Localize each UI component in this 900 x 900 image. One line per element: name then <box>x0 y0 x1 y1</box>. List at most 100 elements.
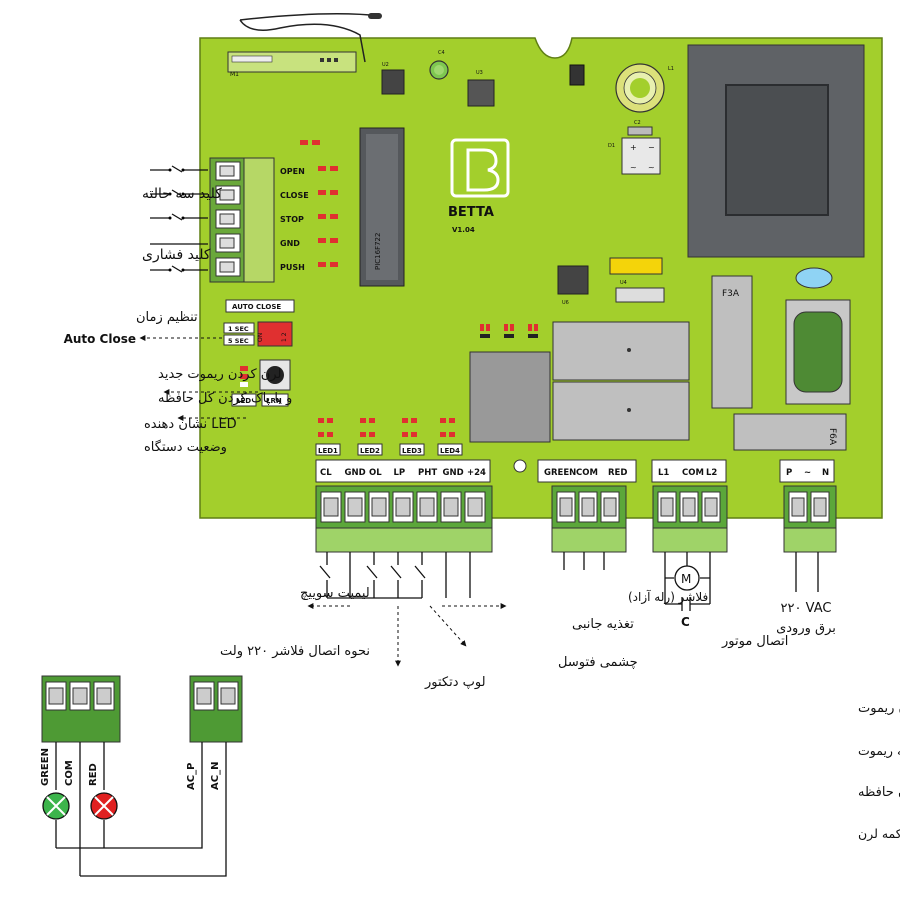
auto-close-dip-switch[interactable] <box>257 321 293 347</box>
learn-steps: فشار دادن دکمه لرن --> ۰/۵ ثانیه --> ول … <box>858 743 900 759</box>
bottom-terminal-label: L2 <box>706 468 717 478</box>
bottom-terminal-label: CL <box>320 468 332 478</box>
motor-c-label: C <box>681 615 690 629</box>
u3-chip <box>467 79 495 107</box>
limit-switch-label: لیمیت سوییچ <box>300 586 370 601</box>
push-key-label: کلید فشاری <box>142 247 211 263</box>
left-terminal-label: CLOSE <box>280 191 309 200</box>
u2-label: U2 <box>382 62 389 68</box>
photocell-label: چشمی فتوسل <box>558 655 638 670</box>
svg-text:−: − <box>648 143 655 152</box>
left-key-wiring <box>150 165 208 273</box>
betta-logo: BETTA V1.04 <box>448 138 510 234</box>
clear-title: پاک کردن حافظه <box>858 785 900 800</box>
bottom-terminal-label: PHT <box>418 468 437 478</box>
fw-acn-label: AC_N <box>210 762 221 790</box>
auto-close-en-label: Auto Close <box>64 332 136 346</box>
u4-label: U4 <box>620 280 627 286</box>
svg-text:~: ~ <box>630 163 637 172</box>
relay-2 <box>552 381 690 441</box>
fuse-f6a <box>733 413 847 451</box>
flasher-wiring-title: نحوه اتصال فلاشر ۲۲۰ ولت <box>220 644 370 659</box>
u3-label: U3 <box>476 70 483 76</box>
u2-chip <box>381 69 405 95</box>
left-terminal-label: OPEN <box>280 167 305 176</box>
fw-red-label: RED <box>88 763 99 786</box>
bottom-terminal-label: LP <box>394 468 406 478</box>
bottom-terminal-label: OL <box>369 468 382 478</box>
fuse-f6a-label: F6A <box>827 428 837 446</box>
bottom-terminal-label: COM <box>576 468 598 478</box>
auto-close-time-label: تنظیم زمان <box>136 310 198 325</box>
bottom-terminal-label: RED <box>608 468 627 478</box>
bottom-terminal-label: P <box>786 468 792 478</box>
brand-label: BETTA <box>448 205 494 220</box>
d1-bridge-rectifier <box>621 137 661 175</box>
clear-steps: فشار دادن دکمه لرن --> ۱۰ ثانیه --> روشن… <box>858 826 900 842</box>
status-led-label: LED4 <box>440 447 460 455</box>
dip-on-label: ON <box>257 333 264 342</box>
dip-nums-label: 1 2 <box>281 332 288 342</box>
status-led-label: LED1 <box>318 447 338 455</box>
fw-com-label: COM <box>64 760 75 786</box>
led-line1-label: LED نشان دهنده <box>144 417 237 432</box>
fw-green-label: GREEN <box>40 748 51 786</box>
three-state-key-label: کلید سه حالته <box>142 186 222 202</box>
bottom-terminal-label: GND <box>443 468 464 478</box>
auto-close-title: AUTO CLOSE <box>232 303 281 311</box>
motor-connection-label: اتصال موتور <box>721 634 788 649</box>
flasher-label: فلاشر (رله آزاد) <box>628 589 708 605</box>
status-led-blue <box>795 267 833 289</box>
auto-close-setting: AUTO CLOSE 1 SEC 5 SEC ON 1 2 <box>223 299 295 347</box>
m1-label: M1 <box>230 71 239 78</box>
status-led-label: LED3 <box>402 447 422 455</box>
left-terminal-label: PUSH <box>280 263 305 272</box>
relay-1 <box>552 321 690 381</box>
vac-220-label: ۲۲۰ VAC <box>781 601 832 616</box>
bottom-terminal-label: ~ <box>804 468 811 478</box>
auto-close-opt1: 1 SEC <box>228 325 249 333</box>
auto-close-opt2: 5 SEC <box>228 337 249 345</box>
mcu-label: PIC16F722 <box>374 233 382 270</box>
aux-power-label: تغذیه جانبی <box>572 617 634 632</box>
led-label: LED <box>236 397 251 405</box>
l1-label: L1 <box>668 66 674 72</box>
learn-line2-label: و یا پاک کردن کل حافظه <box>158 391 292 406</box>
loop-detector-label: لوپ دتکتور <box>424 675 486 690</box>
u6-label: U6 <box>562 300 569 306</box>
left-terminal-label: GND <box>280 239 300 248</box>
mcu-chip: PIC16F722 <box>359 127 405 287</box>
learn-title: لرن کردن ریموت <box>858 701 900 716</box>
c2-label: C2 <box>634 120 641 126</box>
yellow-component <box>609 257 663 275</box>
led-line2-label: وضعیت دستگاه <box>144 439 227 455</box>
bottom-wiring <box>319 552 819 611</box>
left-terminal-block <box>209 157 275 283</box>
bottom-terminal-label: N <box>822 468 829 478</box>
circuit-board: M1 U2 C4 U3 L1 C2 D1 + − ~ ~ <box>199 13 883 553</box>
c4-label: C4 <box>438 50 445 56</box>
fuse-f3a <box>711 275 753 409</box>
bottom-terminal-label: L1 <box>658 468 669 478</box>
status-led-label: LED2 <box>360 447 380 455</box>
motor-m-label: M <box>681 572 691 586</box>
u6-chip <box>557 265 589 295</box>
bottom-terminal-label: GREEN <box>544 468 576 478</box>
d1-label: D1 <box>608 143 615 149</box>
fw-acp-label: AC_P <box>186 763 197 790</box>
motor-symbol <box>674 565 700 591</box>
relay-module <box>469 351 551 443</box>
svg-text:+: + <box>630 143 637 152</box>
input-power-label: برق ورودی <box>776 621 836 636</box>
lrn-label: LRN <box>266 397 282 405</box>
bottom-terminal-label: +24 <box>467 468 486 478</box>
left-terminal-label: STOP <box>280 215 304 224</box>
svg-text:~: ~ <box>648 163 655 172</box>
fuse-f3a-label: F3A <box>722 289 740 299</box>
bottom-terminal-label: GND <box>345 468 366 478</box>
learn-line1-label: لرن کردن ریموت جدید <box>158 367 281 382</box>
bottom-terminal-label: COM <box>682 468 704 478</box>
version-label: V1.04 <box>452 226 475 234</box>
flasher-wiring-diagram: GREEN COM RED AC_P AC_N <box>40 675 243 877</box>
